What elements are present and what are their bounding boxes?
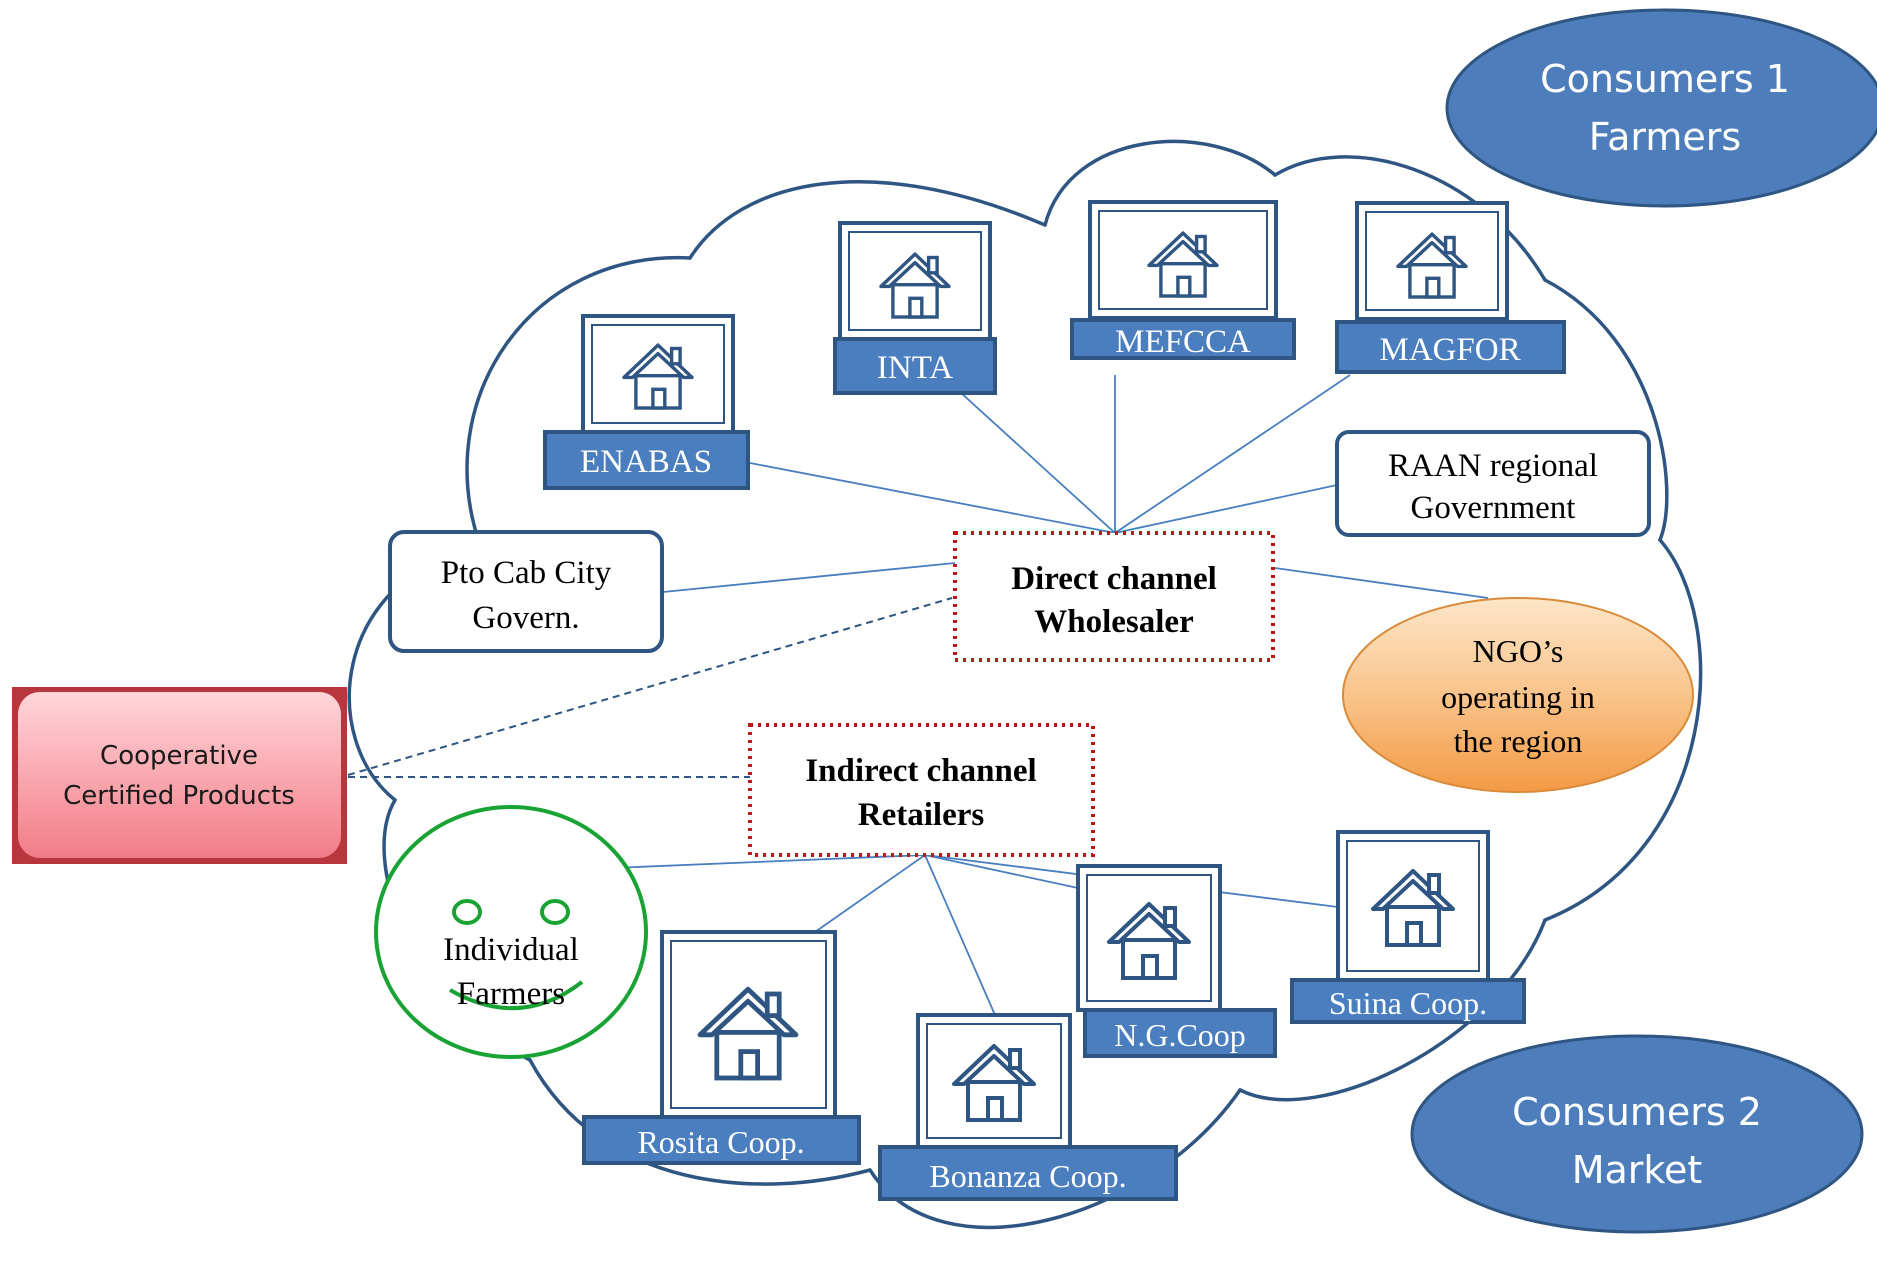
ptocab-government-box: Pto Cab City Govern. <box>388 530 664 653</box>
institution-inta: INTA <box>833 221 997 395</box>
farmers-label-1: Individual <box>443 932 579 968</box>
magfor-label: MAGFOR <box>1379 332 1520 368</box>
suina-label: Suina Coop. <box>1329 985 1487 1021</box>
institution-magfor: MAGFOR <box>1335 201 1566 374</box>
coop-suina: Suina Coop. <box>1290 830 1526 1024</box>
inta-label: INTA <box>877 350 953 386</box>
consumers-1-label: Consumers 1 <box>1540 57 1790 101</box>
enabas-label: ENABAS <box>580 444 712 480</box>
ngo-ellipse: NGO’s operating in the region <box>1342 597 1694 793</box>
consumers-1-ellipse: Consumers 1 Farmers <box>1445 8 1877 208</box>
ngo-label-3: the region <box>1454 723 1583 759</box>
consumers-2-label: Consumers 2 <box>1512 1090 1762 1134</box>
cooperative-dashed-links <box>347 597 953 778</box>
ngo-label-1: NGO’s <box>1473 633 1564 669</box>
ptocab-label: Pto Cab City <box>441 555 612 591</box>
direct-channel-sublabel: Wholesaler <box>1034 604 1193 640</box>
direct-channel-box: Direct channel Wholesaler <box>953 531 1275 662</box>
right-eye-icon <box>540 899 570 925</box>
coop-bonanza: Bonanza Coop. <box>878 1013 1178 1201</box>
farmers-label-2: Farmers <box>457 976 565 1012</box>
cooperative-certified-box: Cooperative Certified Products <box>12 687 347 864</box>
indirect-channel-sublabel: Retailers <box>858 797 985 833</box>
ng-label: N.G.Coop <box>1114 1017 1246 1053</box>
raan-sublabel: Government <box>1411 490 1576 526</box>
coop-ng: N.G.Coop <box>1076 864 1277 1058</box>
raan-government-box: RAAN regional Government <box>1335 430 1651 537</box>
consumers-2-ellipse: Consumers 2 Market <box>1410 1034 1864 1234</box>
bonanza-label: Bonanza Coop. <box>929 1158 1126 1194</box>
institution-enabas: ENABAS <box>543 314 750 490</box>
coop-rosita: Rosita Coop. <box>582 930 861 1165</box>
direct-connectors <box>662 374 1489 599</box>
institution-mefcca: MEFCCA <box>1070 200 1296 360</box>
direct-channel-label: Direct channel <box>1011 561 1217 597</box>
mefcca-label: MEFCCA <box>1115 324 1251 360</box>
cloud-outline <box>347 139 1703 1230</box>
raan-label: RAAN regional <box>1388 448 1598 484</box>
consumers-1-sublabel: Farmers <box>1589 115 1741 159</box>
rosita-label: Rosita Coop. <box>637 1124 804 1160</box>
cooperative-label-1: Cooperative <box>100 741 258 771</box>
smile-icon <box>449 980 584 1011</box>
indirect-connectors <box>611 854 1339 1016</box>
ptocab-sublabel: Govern. <box>472 600 579 636</box>
consumers-2-sublabel: Market <box>1572 1148 1703 1192</box>
ngo-label-2: operating in <box>1441 679 1595 715</box>
indirect-channel-label: Indirect channel <box>805 753 1036 789</box>
indirect-channel-box: Indirect channel Retailers <box>748 723 1095 857</box>
individual-farmers-smiley: Individual Farmers <box>374 805 648 1059</box>
left-eye-icon <box>452 899 482 925</box>
cooperative-label-2: Certified Products <box>63 781 295 811</box>
